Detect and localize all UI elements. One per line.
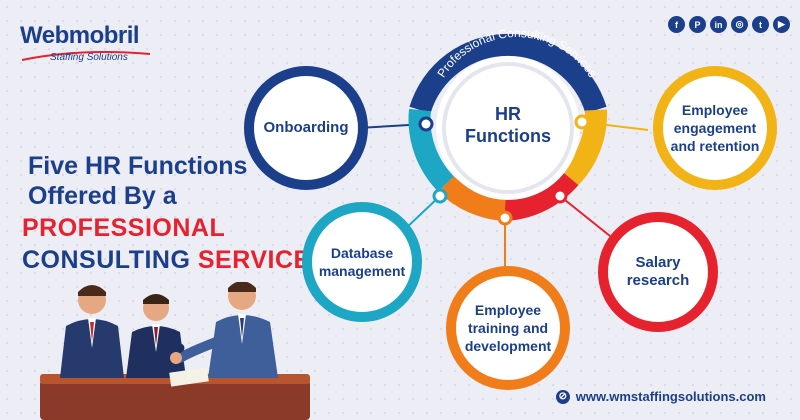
brand-logo[interactable]: Webmobril Staffing Solutions <box>20 22 160 72</box>
document-icon <box>169 367 209 387</box>
joint-salary <box>552 188 568 204</box>
ring-arc-cyan <box>408 108 455 192</box>
pinterest-icon[interactable]: P <box>689 16 706 33</box>
node-label-salary: Salary research <box>626 254 690 289</box>
node-salary <box>598 212 718 332</box>
node-engagement <box>653 66 777 190</box>
ring-arc-red <box>504 170 579 221</box>
website-link[interactable]: ⊘ www.wmstaffingsolutions.com <box>555 389 766 404</box>
facebook-icon[interactable]: f <box>668 16 685 33</box>
logo-swoosh-icon <box>21 51 151 61</box>
node-training <box>446 266 570 390</box>
headline-consulting: CONSULTING <box>22 246 191 274</box>
headline-professional: PROFESSIONAL <box>22 214 226 242</box>
node-label-training: Employee training and development <box>464 302 552 354</box>
joint-training <box>497 210 513 226</box>
ring-arc-blue <box>409 33 607 114</box>
ring-arc-yellow <box>561 109 608 186</box>
node-label-engagement: Employee engagement and retention <box>670 102 760 154</box>
joint-onboarding <box>418 116 434 132</box>
person-3-body <box>208 315 278 378</box>
joint-database <box>432 188 448 204</box>
headline-line-1: Five HR Functions <box>28 152 248 180</box>
joint-engagement <box>574 114 590 130</box>
connector-salary <box>559 195 611 237</box>
center-core-inner <box>442 62 574 194</box>
node-label-onboarding: Onboarding <box>263 119 349 136</box>
node-database <box>302 202 422 322</box>
brand-tagline: Staffing Solutions <box>50 52 128 63</box>
center-ring <box>408 33 608 221</box>
connector-database <box>403 195 441 231</box>
linkedin-icon[interactable]: in <box>710 16 727 33</box>
youtube-icon[interactable]: ▶ <box>773 16 790 33</box>
link-icon: ⊘ <box>555 389 570 404</box>
headline-line-2: Offered By a <box>28 182 177 210</box>
node-label-database: Database management <box>318 245 406 279</box>
brand-name: Webmobril <box>20 22 140 49</box>
business-meeting-illustration <box>40 282 310 420</box>
person-1-body <box>60 319 124 378</box>
center-title-line-2: Functions <box>465 126 551 146</box>
center-title-line-1: HR <box>495 104 521 124</box>
instagram-icon[interactable]: ◎ <box>731 16 748 33</box>
ring-arc-orange <box>438 175 507 221</box>
social-links: f P in ◎ t ▶ <box>668 16 790 33</box>
table-shape <box>40 380 310 420</box>
node-onboarding <box>244 66 368 190</box>
twitter-icon[interactable]: t <box>752 16 769 33</box>
website-url: www.wmstaffingsolutions.com <box>575 389 766 404</box>
